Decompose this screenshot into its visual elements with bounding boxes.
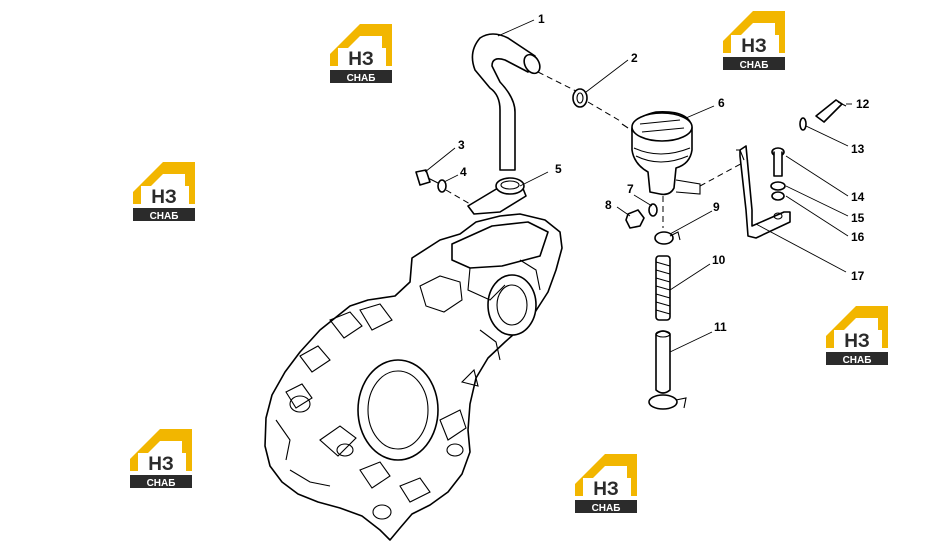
callout-2: 2: [631, 51, 638, 65]
watermark-subtitle: СНАБ: [150, 211, 179, 222]
callout-5: 5: [555, 162, 562, 176]
bolt-12: [815, 99, 847, 123]
callout-13: 13: [851, 142, 865, 156]
callout-17: 17: [851, 269, 865, 283]
callout-4: 4: [460, 165, 467, 179]
bolt-14: [771, 147, 785, 177]
watermark-logo: НЗ СНАБ: [575, 454, 637, 514]
front-gear-housing: [264, 213, 563, 541]
watermark-subtitle: СНАБ: [347, 73, 376, 84]
watermark-subtitle: СНАБ: [147, 478, 176, 489]
watermark-letters: НЗ: [741, 36, 767, 57]
washer-15: [770, 181, 786, 191]
watermark-logo: НЗ СНАБ: [723, 11, 785, 71]
callout-8: 8: [605, 198, 612, 212]
drain-tube: [648, 330, 687, 410]
callout-1: 1: [538, 12, 545, 26]
mounting-bracket: [736, 145, 791, 239]
watermark-logo: НЗ СНАБ: [130, 429, 192, 489]
watermark-letters: НЗ: [348, 49, 374, 70]
nut-8: [625, 209, 645, 229]
callout-14: 14: [851, 190, 865, 204]
callout-10: 10: [712, 253, 726, 267]
watermark-logo: НЗ СНАБ: [826, 306, 888, 366]
callout-11: 11: [714, 320, 727, 334]
watermark-letters: НЗ: [148, 454, 174, 475]
callout-3: 3: [458, 138, 465, 152]
callout-7: 7: [627, 182, 634, 196]
watermark-letters: НЗ: [844, 331, 870, 352]
watermark-subtitle: СНАБ: [592, 503, 621, 514]
hose-clamp-9: [654, 231, 681, 245]
watermark-subtitle: СНАБ: [843, 355, 872, 366]
watermark-logo: НЗ СНАБ: [133, 162, 195, 222]
spring: [655, 255, 671, 321]
washer-13: [799, 117, 807, 131]
watermark-subtitle: СНАБ: [740, 60, 769, 71]
callout-6: 6: [718, 96, 725, 110]
callout-9: 9: [713, 200, 720, 214]
bolt-3: [415, 169, 441, 186]
watermark-letters: НЗ: [151, 187, 177, 208]
washer-4: [437, 179, 447, 193]
breather-canister: [621, 111, 701, 196]
callouts: 1 2 3 4 5 6 7 8 9 10 11 12 13 14 15 16 1…: [458, 12, 870, 334]
washer-7: [648, 203, 658, 217]
watermark-logo: НЗ СНАБ: [330, 24, 392, 84]
callout-15: 15: [851, 211, 865, 225]
callout-16: 16: [851, 230, 865, 244]
hose-clamp: [572, 88, 588, 108]
breather-hose: [471, 33, 541, 171]
nut-16: [771, 191, 785, 201]
callout-12: 12: [856, 97, 870, 111]
breather-bracket: [467, 177, 527, 215]
leader-lines: [424, 19, 852, 353]
watermark-letters: НЗ: [593, 479, 619, 500]
